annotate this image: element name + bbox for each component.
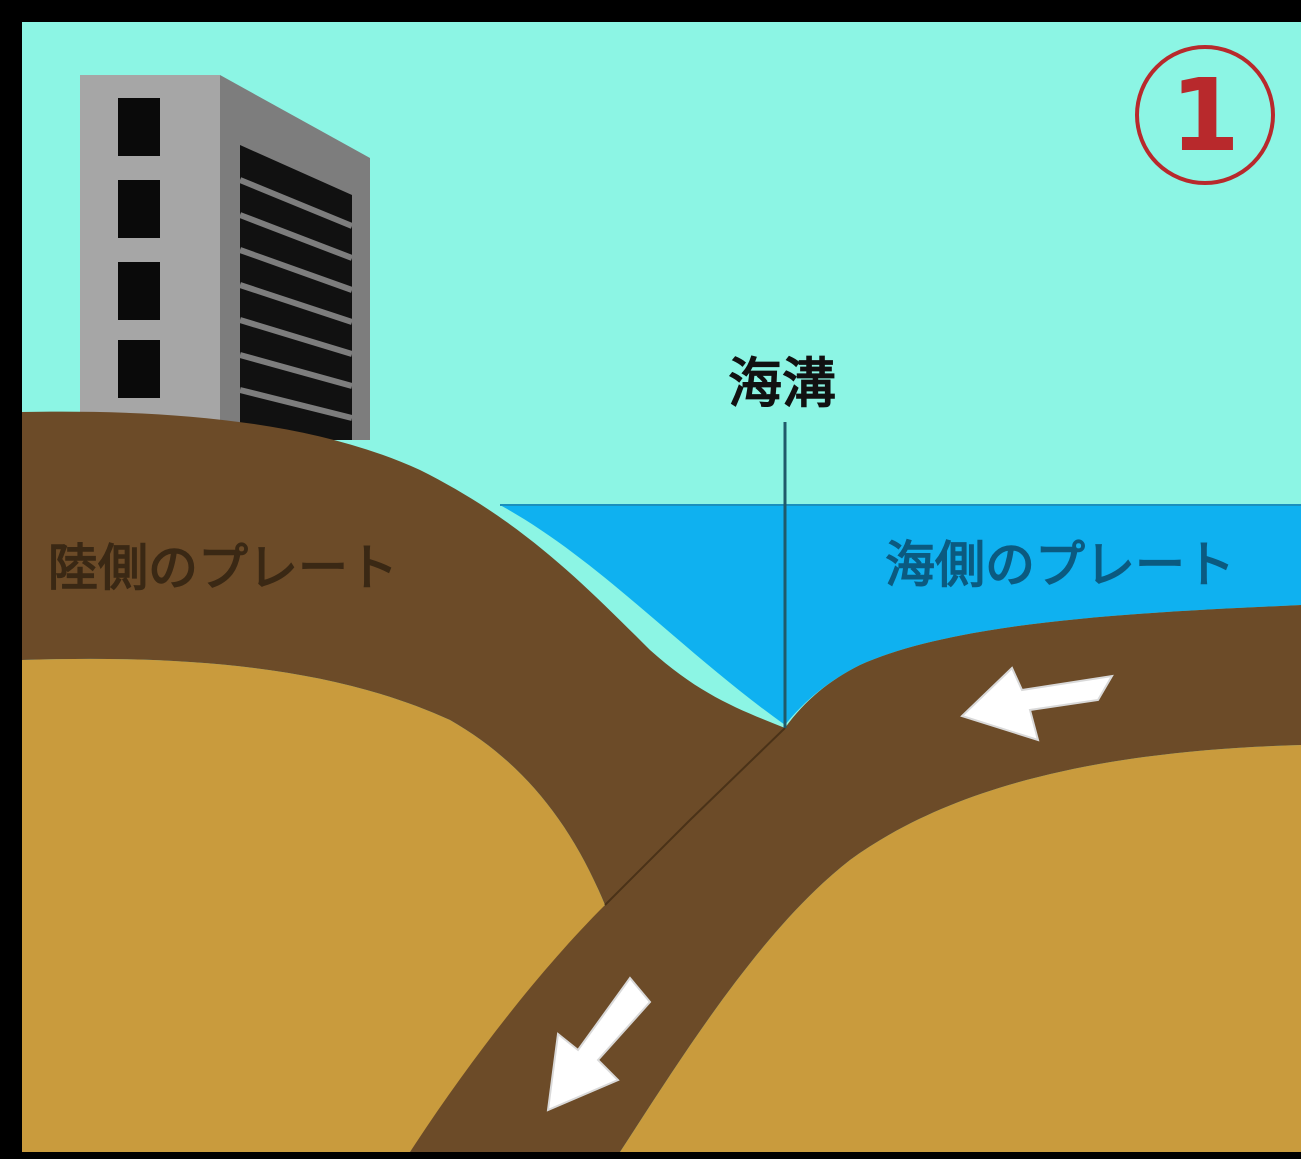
building-window <box>118 180 160 238</box>
building-window <box>118 262 160 320</box>
sea <box>500 505 1301 725</box>
step-circle <box>1135 45 1275 185</box>
land-plate-label: 陸側のプレート <box>48 539 398 597</box>
building-icon <box>80 75 370 440</box>
land-plate <box>22 411 785 905</box>
trench-label: 海溝 <box>728 352 836 415</box>
mantle-left <box>22 658 605 1152</box>
ocean-plate-label: 海側のプレート <box>885 536 1235 594</box>
building-window <box>118 340 160 398</box>
mantle-right <box>620 745 1301 1152</box>
arrow-down-left-icon <box>546 976 652 1112</box>
step-number: 1 <box>1170 57 1240 174</box>
building-side-windows <box>240 145 352 440</box>
building-window <box>118 98 160 156</box>
plate-boundary <box>604 727 786 906</box>
arrow-left-icon <box>960 666 1114 742</box>
